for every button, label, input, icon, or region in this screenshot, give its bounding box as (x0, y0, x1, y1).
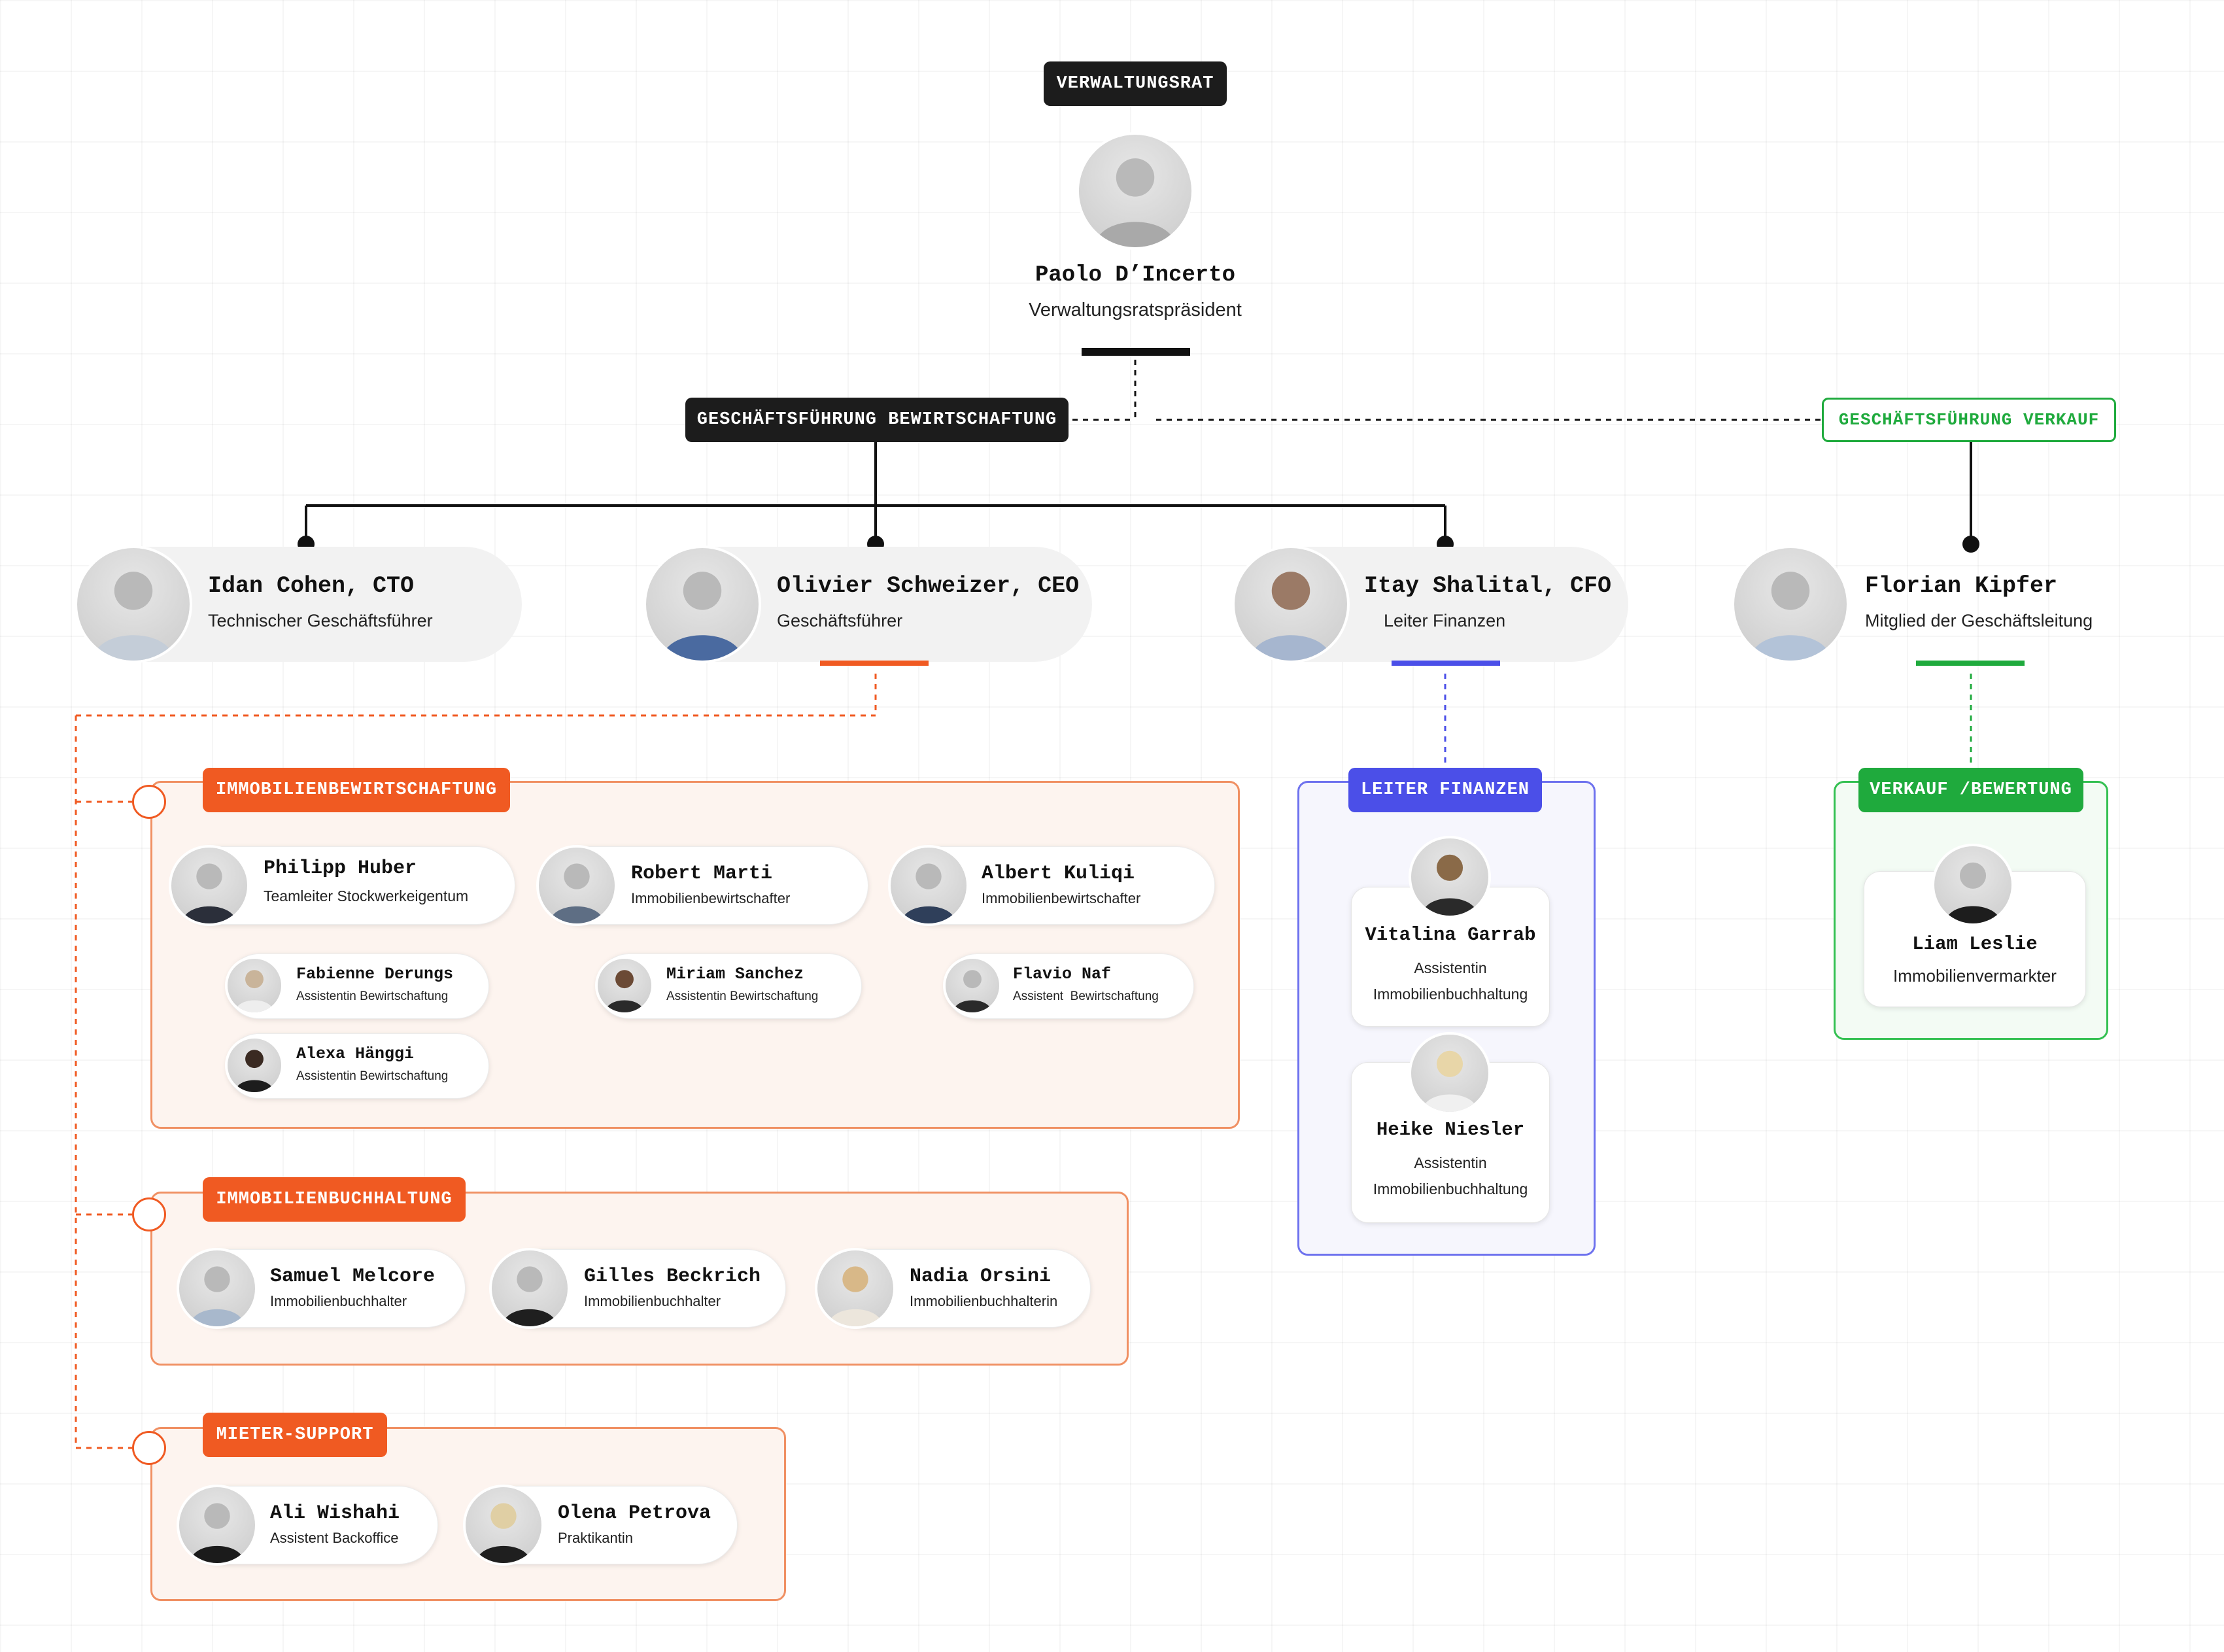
person-role: Immobilienbuchhaltung (1373, 1180, 1528, 1197)
person-name: Gilles Beckrich (584, 1265, 761, 1288)
department-ring (132, 1431, 166, 1465)
executive-role: Geschäftsführer (777, 611, 903, 630)
department-ring (132, 1197, 166, 1231)
person-photo-icon (536, 845, 617, 926)
person-role: Assistentin (1414, 1154, 1487, 1171)
executive-name: Florian Kipfer (1865, 573, 2058, 599)
person-role: Assistentin (1414, 959, 1487, 976)
person-card: Vitalina Garrab Assistentin Immobilienbu… (1351, 887, 1550, 1027)
immobilienbewirtschaftung-label: IMMOBILIENBEWIRTSCHAFTUNG (203, 768, 510, 812)
person-role: Assistentin Bewirtschaftung (296, 989, 449, 1003)
person-name: Liam Leslie (1912, 933, 2038, 955)
person-role: Immobilienbewirtschafter (631, 890, 791, 906)
person-photo-icon (225, 1036, 284, 1095)
person-role: Assistentin Bewirtschaftung (296, 1069, 449, 1083)
leiter-finanzen-label: LEITER FINANZEN (1348, 768, 1542, 812)
person-role: Praktikantin (558, 1530, 633, 1546)
person-role: Immobilienbuchhalter (270, 1293, 407, 1309)
geschaeftsfuehrung-verkauf-label: GESCHÄFTSFÜHRUNG VERKAUF (1822, 398, 2116, 442)
immobilienbuchhaltung-label: IMMOBILIENBUCHHALTUNG (203, 1177, 466, 1222)
person-photo-icon (643, 545, 761, 663)
person-photo-icon (169, 845, 250, 926)
person-photo-icon (489, 1248, 570, 1329)
person-role: Teamleiter Stockwerkeigentum (264, 887, 469, 904)
department-ring (132, 785, 166, 819)
board-person-name: Paolo D’Incerto (1035, 263, 1236, 288)
person-photo-icon (815, 1248, 896, 1329)
person-photo-icon (463, 1485, 544, 1566)
person-name: Vitalina Garrab (1365, 924, 1536, 946)
person-photo-icon (1732, 545, 1849, 663)
person-role: Immobilienbewirtschafter (982, 890, 1141, 906)
person-name: Flavio Naf (1013, 965, 1112, 984)
person-photo-icon (1409, 1032, 1491, 1114)
person-photo-icon (177, 1248, 258, 1329)
person-name: Alexa Hänggi (296, 1044, 415, 1063)
person-role: Immobilienbuchhaltung (1373, 986, 1528, 1003)
person-name: Philipp Huber (264, 857, 417, 880)
executive-name: Idan Cohen, CTO (208, 573, 415, 599)
person-role: Immobilienbuchhalterin (910, 1293, 1058, 1309)
person-photo-icon (75, 545, 192, 663)
person-name: Heike Niesler (1376, 1119, 1525, 1141)
ceo-underline (820, 661, 929, 666)
person-name: Fabienne Derungs (296, 965, 454, 984)
executive-role: Leiter Finanzen (1384, 611, 1506, 630)
person-name: Nadia Orsini (910, 1265, 1052, 1288)
node-dot (1962, 536, 1979, 553)
person-photo-icon (1932, 844, 2014, 926)
person-photo-icon (1076, 132, 1194, 250)
person-photo-icon (595, 956, 654, 1015)
person-name: Samuel Melcore (270, 1265, 436, 1288)
kipfer-underline (1916, 661, 2025, 666)
executive-name: Olivier Schweizer, CEO (777, 573, 1080, 599)
person-name: Olena Petrova (558, 1502, 711, 1524)
person-photo-icon (943, 956, 1002, 1015)
board-underline (1082, 348, 1190, 356)
executive-text-cfo: Itay Shalital, CFO Leiter Finanzen (1364, 573, 1611, 631)
executive-role: Technischer Geschäftsführer (208, 611, 433, 630)
person-photo-icon (1232, 545, 1350, 663)
person-role: Immobilienvermarkter (1893, 966, 2057, 986)
person-role: Assistentin Bewirtschaftung (666, 989, 819, 1003)
executive-role: Mitglied der Geschäftsleitung (1865, 611, 2093, 630)
executive-text-cto: Idan Cohen, CTO Technischer Geschäftsfüh… (208, 573, 433, 631)
person-photo-icon (1409, 836, 1491, 918)
executive-text-ceo: Olivier Schweizer, CEO Geschäftsführer (777, 573, 1079, 631)
person-name: Robert Marti (631, 863, 773, 885)
board-person-role: Verwaltungsratspräsident (1029, 300, 1242, 320)
person-photo-icon (225, 956, 284, 1015)
person-name: Miriam Sanchez (666, 965, 804, 984)
person-role: Assistent Backoffice (270, 1530, 399, 1546)
person-photo-icon (177, 1485, 258, 1566)
person-role: Immobilienbuchhalter (584, 1293, 721, 1309)
executive-text-kipfer: Florian Kipfer Mitglied der Geschäftslei… (1865, 573, 2093, 631)
executive-name: Itay Shalital, CFO (1364, 573, 1612, 599)
verwaltungsrat-label: VERWALTUNGSRAT (1044, 61, 1227, 106)
geschaeftsfuehrung-bewirtschaftung-label: GESCHÄFTSFÜHRUNG BEWIRTSCHAFTUNG (685, 398, 1069, 442)
person-name: Albert Kuliqi (982, 863, 1135, 885)
person-name: Ali Wishahi (270, 1502, 400, 1524)
mieter-support-label: MIETER-SUPPORT (203, 1413, 387, 1457)
cfo-underline (1392, 661, 1500, 666)
verkauf-bewertung-label: VERKAUF /BEWERTUNG (1858, 768, 2083, 812)
person-role: Assistent Bewirtschaftung (1013, 989, 1159, 1003)
person-photo-icon (888, 845, 969, 926)
